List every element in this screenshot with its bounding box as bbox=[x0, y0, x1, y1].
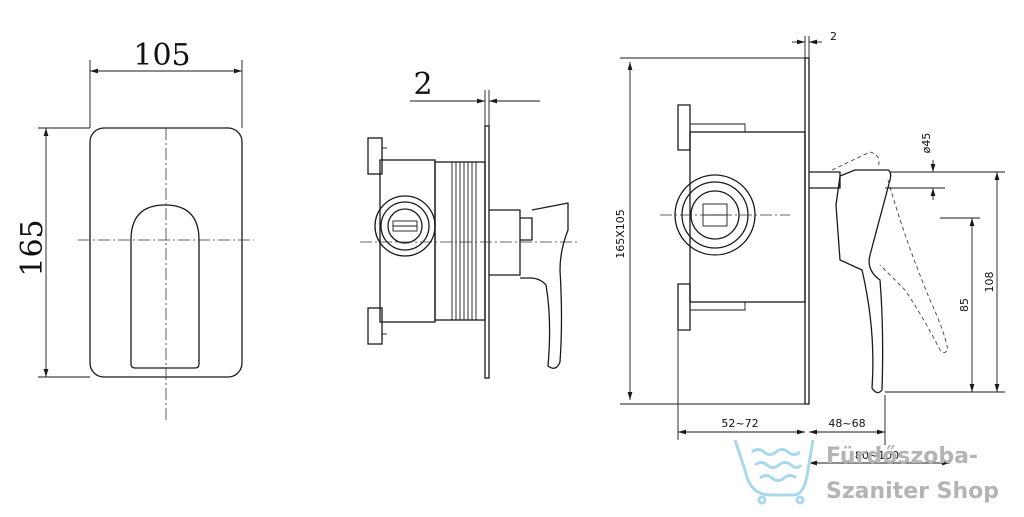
handle-side-profile bbox=[489, 202, 569, 369]
shower-tray-logo-icon bbox=[733, 439, 815, 505]
handle-detail-profile bbox=[809, 169, 892, 394]
body-depth-label: 52~72 bbox=[721, 417, 758, 430]
side-view: 2 bbox=[360, 67, 580, 379]
diameter-label: ø45 bbox=[920, 133, 933, 154]
width-label: 105 bbox=[133, 38, 190, 73]
plate-size-label: 165X105 bbox=[614, 209, 627, 259]
height-label: 165 bbox=[15, 219, 50, 276]
watermark-line-2: Szaniter Shop bbox=[826, 479, 999, 504]
handle-alternate-position bbox=[831, 151, 949, 353]
thread-lines bbox=[451, 162, 477, 320]
detail-view: 108 85 ø45 165X105 2 52~72 48~68 80~100 bbox=[614, 30, 1005, 466]
handle-projection-label: 48~68 bbox=[828, 417, 865, 430]
wall-plate-side bbox=[484, 125, 490, 379]
lever-handle-outline bbox=[130, 204, 200, 369]
height-108-label: 108 bbox=[983, 272, 996, 293]
total-projection-label: 80~100 bbox=[855, 449, 899, 462]
top-thickness-label: 2 bbox=[830, 30, 837, 43]
front-view: 105 165 bbox=[15, 38, 254, 420]
valve-housing bbox=[379, 159, 436, 323]
valve-body-detail bbox=[689, 131, 806, 303]
watermark: Fürdőszoba- Szaniter Shop bbox=[733, 439, 999, 505]
height-85-label: 85 bbox=[958, 298, 971, 312]
outlet-port-outer bbox=[374, 195, 436, 257]
plate-thickness-label: 2 bbox=[413, 67, 432, 102]
watermark-line-1: Fürdőszoba- bbox=[826, 444, 978, 469]
